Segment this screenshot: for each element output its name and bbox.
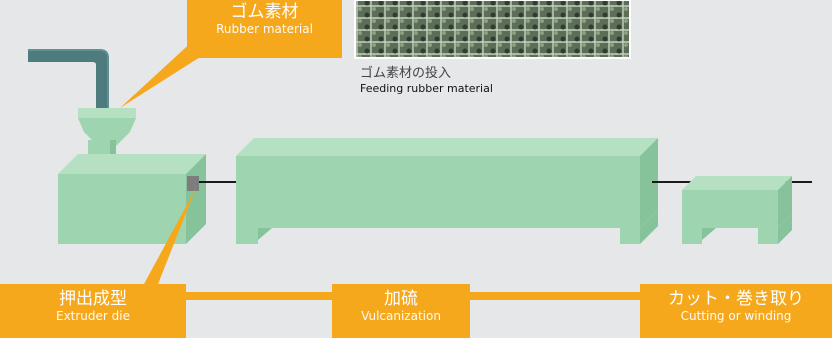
feeding-photo — [354, 0, 631, 59]
extruder-die — [187, 176, 199, 191]
rubber-material-pointer — [120, 38, 208, 108]
cutting-label-ja: カット・巻き取り — [668, 289, 804, 309]
extruder-machine — [58, 154, 206, 244]
extruder-die-label-ja: 押出成型 — [59, 289, 127, 309]
vulcanization-oven — [236, 138, 658, 244]
process-connector-bar — [180, 292, 832, 300]
feed-pipe — [28, 49, 109, 115]
photo-caption-en: Feeding rubber material — [360, 82, 493, 96]
photo-caption-ja: ゴム素材の投入 — [360, 66, 452, 81]
cutting-label-en: Cutting or winding — [680, 308, 792, 323]
vulcanization-label-en: Vulcanization — [361, 308, 441, 323]
rubber-material-label: ゴム素材 Rubber material — [187, 0, 342, 58]
cutting-label: カット・巻き取り Cutting or winding — [640, 284, 832, 338]
vulcanization-label-ja: 加硫 — [384, 289, 418, 309]
photo-caption: ゴム素材の投入 Feeding rubber material — [360, 66, 493, 96]
extruder-die-label-en: Extruder die — [55, 308, 130, 323]
extruder-die-pointer — [144, 188, 196, 284]
rubber-material-label-ja: ゴム素材 — [230, 2, 299, 22]
vulcanization-label: 加硫 Vulcanization — [332, 284, 470, 338]
rubber-material-label-en: Rubber material — [216, 21, 313, 36]
cutting-machine — [682, 176, 792, 244]
extruder-die-label: 押出成型 Extruder die — [0, 284, 186, 338]
